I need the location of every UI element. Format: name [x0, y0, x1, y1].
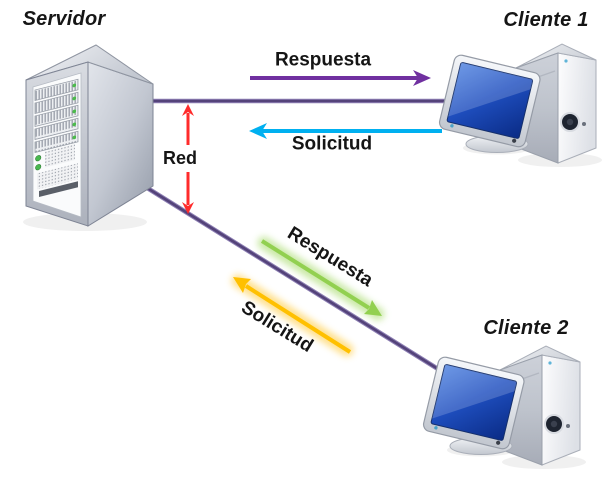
client1-computer-icon	[437, 43, 603, 168]
response-arrow-client2	[257, 236, 385, 321]
network-link-client2	[126, 174, 440, 371]
server-label: Servidor	[22, 8, 106, 30]
client1-label: Cliente 1	[503, 9, 589, 31]
server-drive-bays	[34, 78, 79, 198]
server-icon	[23, 44, 154, 231]
request-arrow-client1	[246, 123, 447, 139]
client2-computer-icon	[421, 345, 587, 470]
request-label-client1: Solicitud	[291, 133, 373, 155]
network-double-arrow	[182, 104, 194, 216]
network-label: Red	[162, 148, 198, 168]
client2-label: Cliente 2	[483, 317, 569, 339]
response-arrow-client1	[245, 70, 434, 86]
request-arrow-client2	[231, 274, 354, 357]
response-label-client1: Respuesta	[274, 49, 372, 71]
